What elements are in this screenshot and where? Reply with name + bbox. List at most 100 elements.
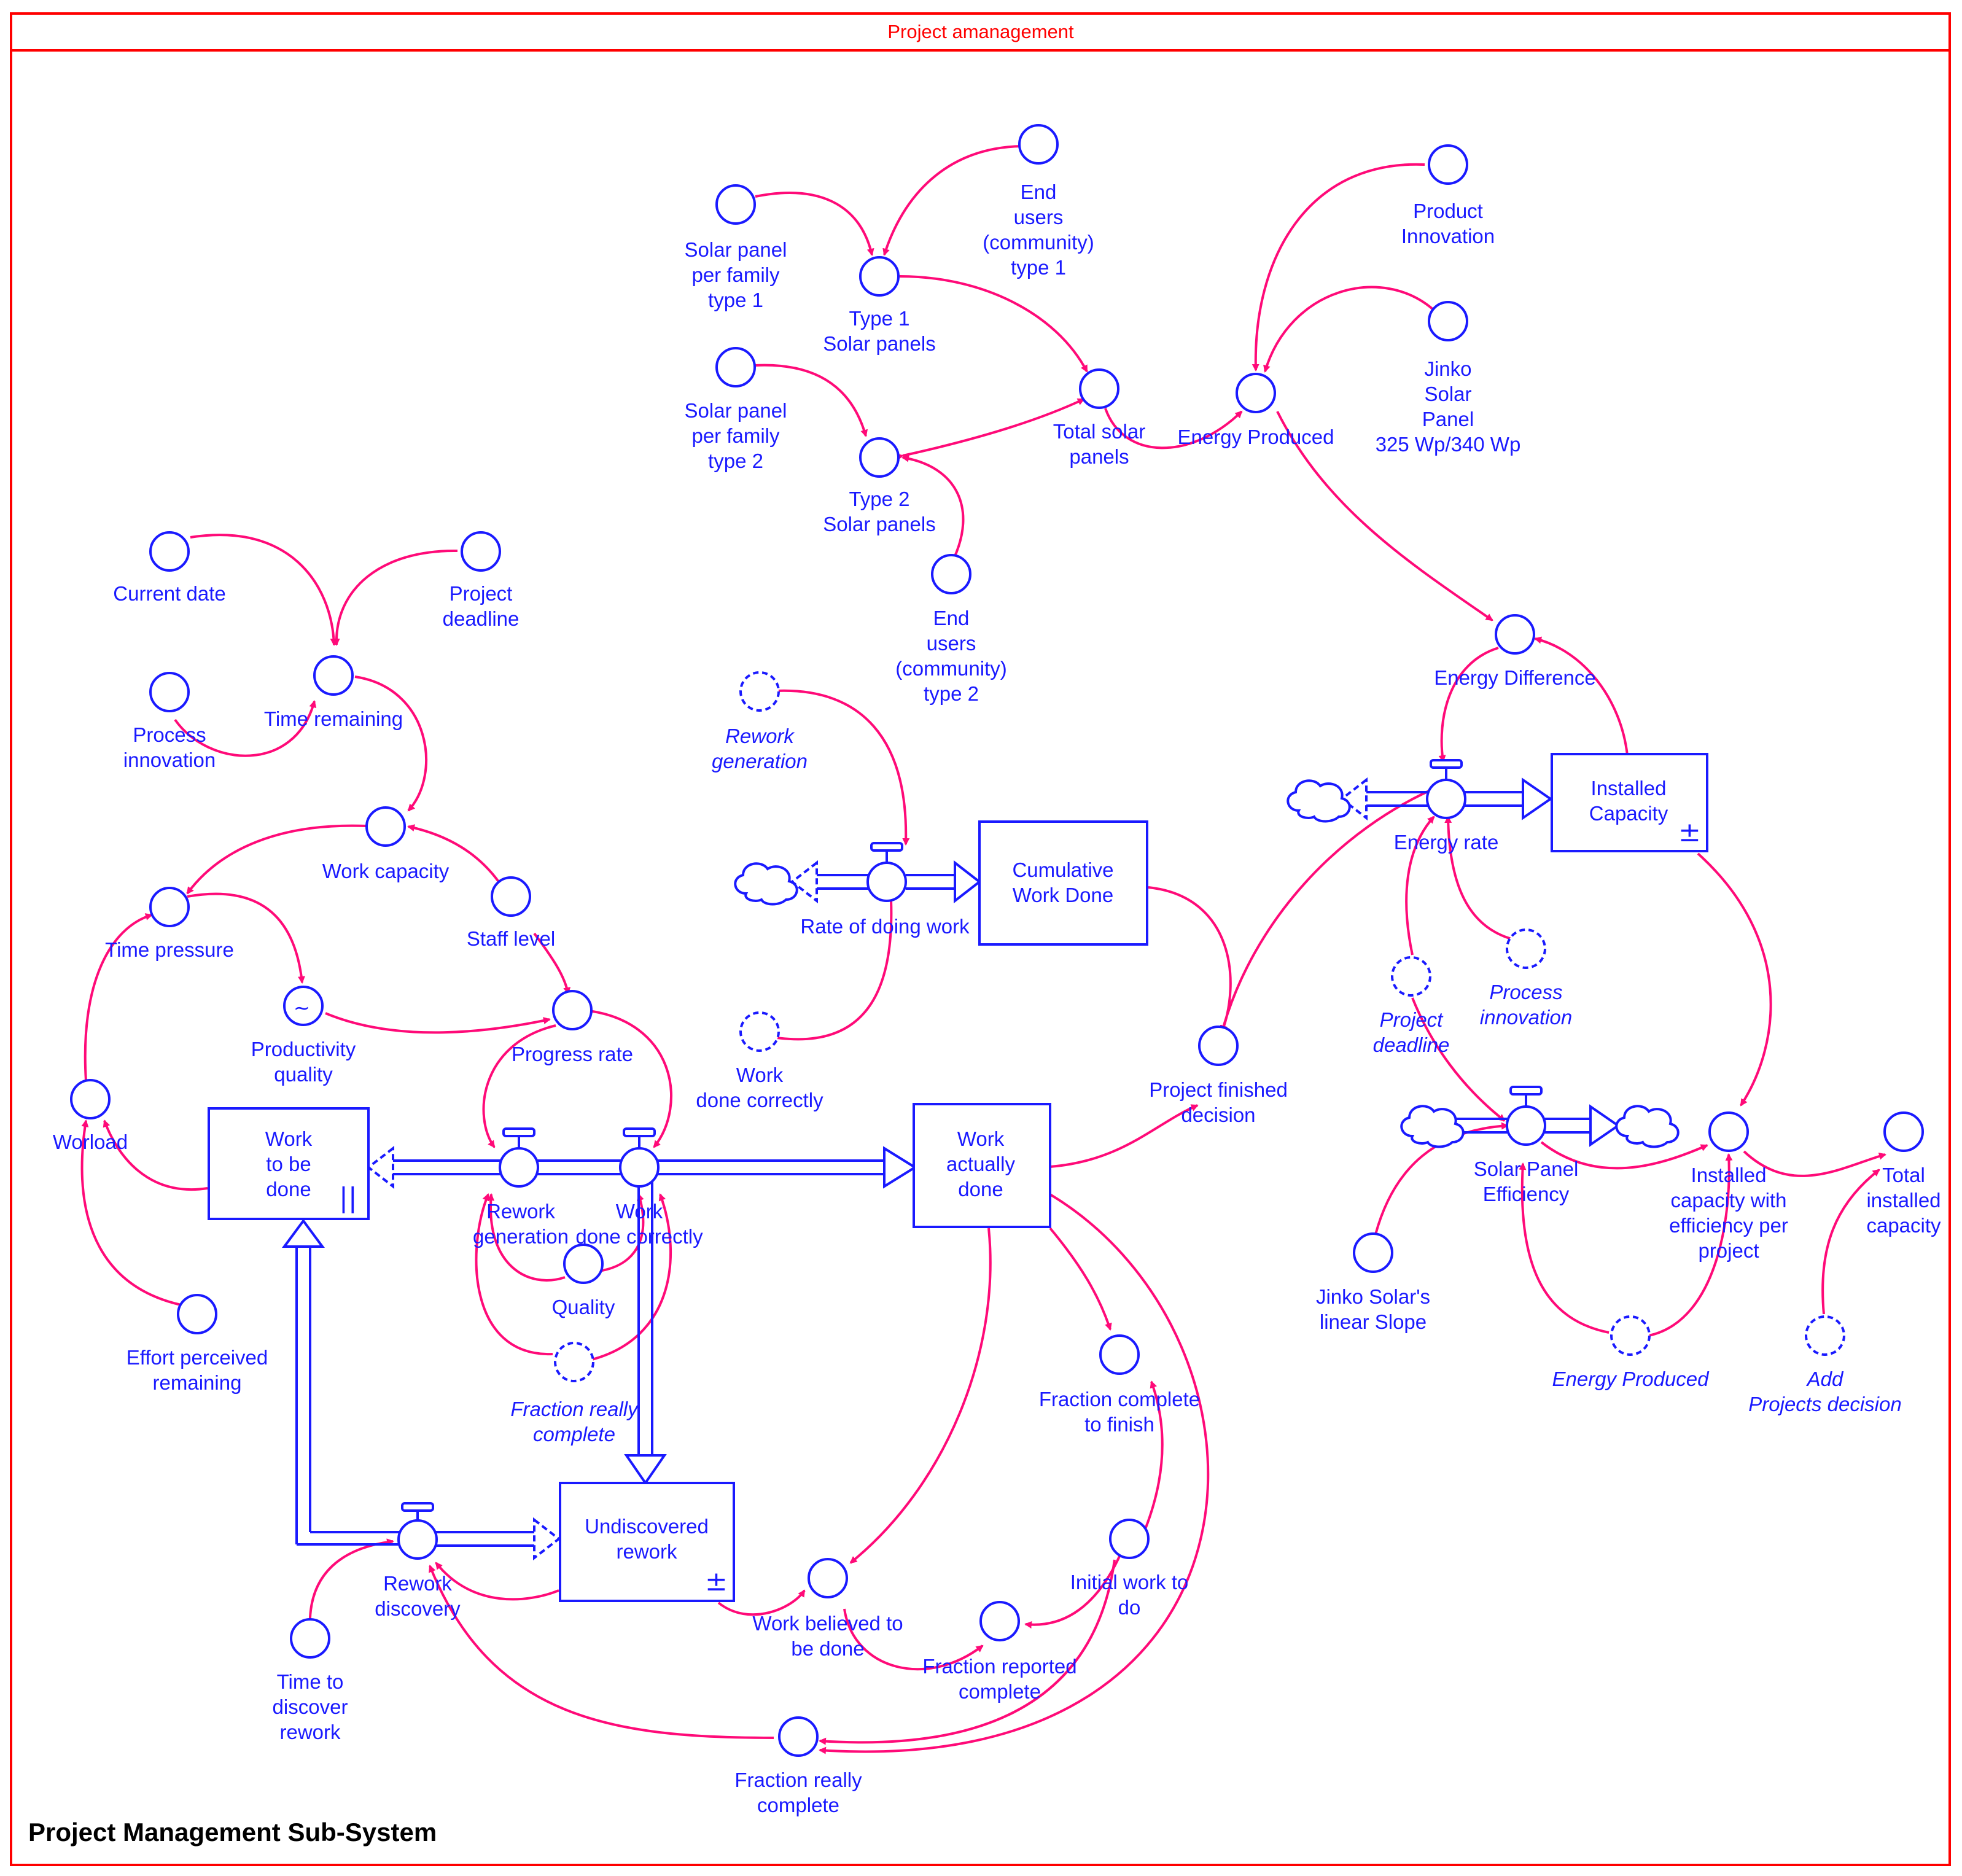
aux-effort-perceived[interactable] <box>177 1294 217 1334</box>
aux-time-to-discover[interactable] <box>290 1618 330 1659</box>
label-line: users <box>927 632 976 655</box>
link-fraction-ghost-rework-gen <box>475 1193 553 1356</box>
aux-staff-level[interactable] <box>491 876 531 917</box>
label-line: Work believed to <box>752 1612 903 1635</box>
ghost-energy-produced[interactable] <box>1610 1315 1651 1356</box>
aux-current-date[interactable] <box>149 531 190 572</box>
aux-project-deadline[interactable] <box>461 531 501 572</box>
link-initial-work-fraction-complete <box>1144 1380 1164 1530</box>
valve-solar-panel-efficiency[interactable] <box>1506 1086 1546 1146</box>
label-line: type 2 <box>924 682 979 705</box>
label-line: users <box>1014 206 1064 228</box>
aux-total-solar-panels[interactable] <box>1079 368 1119 409</box>
label-current-date: Current date <box>113 582 225 605</box>
label-line: Installed <box>1591 777 1667 800</box>
stock-undiscovered-rework[interactable] <box>559 1482 735 1602</box>
aux-installed-capacity-efficiency[interactable] <box>1708 1111 1749 1152</box>
aux-progress-rate[interactable] <box>552 990 593 1030</box>
frame-title: Project amanagement <box>887 21 1074 42</box>
label-line: Innovation <box>1401 225 1495 247</box>
label-line: capacity with <box>1671 1189 1787 1212</box>
link-cumulative-project-finished <box>1148 886 1232 1033</box>
stock-work-to-be-done[interactable] <box>208 1107 370 1220</box>
aux-productivity-quality[interactable] <box>283 986 324 1026</box>
label-line: Solar panel <box>685 238 787 261</box>
aux-end-users-type1[interactable] <box>1018 124 1059 165</box>
stock-installed-capacity[interactable] <box>1551 753 1708 852</box>
label-line: type 2 <box>708 450 763 472</box>
ghost-rework-generation[interactable] <box>739 671 780 712</box>
aux-energy-produced[interactable] <box>1236 373 1276 413</box>
aux-solar-panel-type1[interactable] <box>715 184 756 225</box>
aux-product-innovation[interactable] <box>1428 144 1468 185</box>
aux-quality[interactable] <box>563 1244 604 1284</box>
link-energy-produced-difference <box>1276 411 1493 621</box>
ghost-fraction-really-complete[interactable] <box>554 1342 594 1382</box>
link-staff-level-progress-rate <box>533 932 571 995</box>
label-line: discovery <box>375 1597 461 1620</box>
label-line: Worload <box>53 1131 128 1153</box>
aux-fraction-really-complete[interactable] <box>778 1716 819 1757</box>
label-line: Time to <box>277 1670 344 1693</box>
link-total-energy-produced <box>1104 408 1243 450</box>
label-line: linear Slope <box>1320 1310 1427 1333</box>
label-line: per family <box>691 263 780 286</box>
label-line: Solar panels <box>823 332 935 355</box>
valve-energy-rate[interactable] <box>1426 759 1466 819</box>
aux-energy-difference[interactable] <box>1495 614 1535 655</box>
label-line: Jinko Solar's <box>1316 1285 1430 1308</box>
label-line: Panel <box>1422 408 1474 430</box>
aux-time-pressure[interactable] <box>149 887 190 927</box>
label-line: done <box>266 1178 311 1201</box>
aux-work-believed-done[interactable] <box>808 1558 848 1598</box>
label-line: per family <box>691 424 780 447</box>
aux-type2-solar-panels[interactable] <box>859 437 900 478</box>
cloud-icon <box>734 862 798 906</box>
label-line: Installed <box>1691 1164 1767 1186</box>
aux-jinko-panel[interactable] <box>1428 301 1468 341</box>
aux-work-capacity[interactable] <box>365 806 406 847</box>
label-line: Projects decision <box>1748 1393 1901 1415</box>
stock-work-actually-done[interactable] <box>913 1103 1051 1228</box>
label-line: rework <box>279 1721 341 1743</box>
link-solar-type2-type2-panels <box>755 364 868 437</box>
label-line: 325 Wp/340 Wp <box>1376 433 1521 456</box>
link-work-believed-fraction-reported <box>843 1608 984 1671</box>
label-progress-rate: Progress rate <box>512 1043 633 1065</box>
aux-workload[interactable] <box>70 1079 111 1119</box>
ghost-project-deadline[interactable] <box>1391 956 1431 997</box>
aux-end-users-type2[interactable] <box>931 554 971 594</box>
aux-type1-solar-panels[interactable] <box>859 256 900 297</box>
aux-process-innovation[interactable] <box>149 672 190 712</box>
ghost-work-done-correctly[interactable] <box>739 1011 780 1052</box>
aux-initial-work[interactable] <box>1109 1519 1150 1559</box>
valve-work-done-correctly[interactable] <box>619 1127 660 1188</box>
ghost-process-innovation[interactable] <box>1506 928 1546 969</box>
valve-rate-of-doing-work[interactable] <box>866 842 907 902</box>
label-line: type 1 <box>1011 256 1066 279</box>
label-line: Fraction complete <box>1039 1388 1200 1411</box>
link-installed-eff-total <box>1743 1150 1886 1177</box>
valve-rework-generation[interactable] <box>499 1127 539 1188</box>
aux-solar-panel-type2[interactable] <box>715 347 756 387</box>
aux-fraction-complete-finish[interactable] <box>1099 1334 1140 1375</box>
label-line: type 1 <box>708 289 763 311</box>
link-difference-energy-rate <box>1438 647 1499 763</box>
aux-time-remaining[interactable] <box>313 655 354 696</box>
stock-cumulative-work-done[interactable] <box>978 820 1148 946</box>
aux-project-finished-decision[interactable] <box>1198 1026 1239 1066</box>
aux-total-installed-capacity[interactable] <box>1883 1111 1924 1152</box>
aux-fraction-reported[interactable] <box>979 1601 1020 1641</box>
ghost-add-projects-decision[interactable] <box>1805 1315 1845 1356</box>
cloud-icon <box>1615 1105 1680 1148</box>
aux-jinko-linear-slope[interactable] <box>1353 1232 1393 1273</box>
valve-rework-discovery[interactable] <box>397 1502 438 1560</box>
label-line: Work <box>265 1127 313 1150</box>
